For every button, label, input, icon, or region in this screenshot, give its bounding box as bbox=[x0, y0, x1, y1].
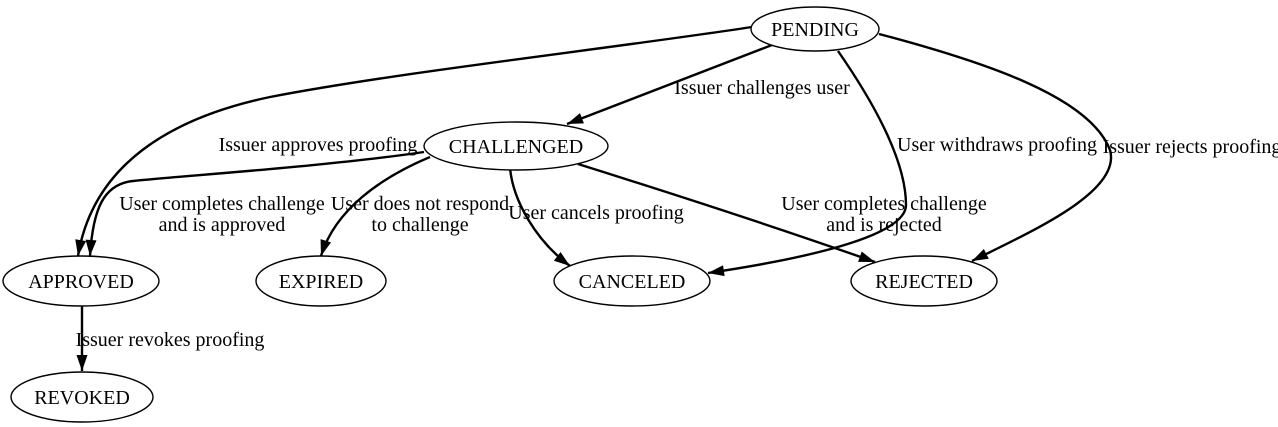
edge-arrowhead bbox=[85, 239, 97, 256]
node-ellipse bbox=[553, 255, 711, 307]
edge-arrowhead bbox=[75, 239, 87, 256]
node-rejected: REJECTED bbox=[850, 255, 998, 307]
node-revoked: REVOKED bbox=[10, 371, 154, 423]
node-expired: EXPIRED bbox=[255, 255, 387, 307]
edge-arrowhead bbox=[708, 265, 725, 277]
edge-arrowhead bbox=[858, 251, 875, 262]
node-ellipse bbox=[750, 6, 880, 52]
edge-pending-approved bbox=[75, 25, 753, 257]
edge-arrowhead bbox=[567, 113, 584, 124]
edge-label-challenged-approved: User completes challenge bbox=[119, 193, 325, 215]
edge-label-pending-approved: Issuer approves proofing bbox=[219, 134, 418, 156]
edge-label-approved-revoked: Issuer revokes proofing bbox=[76, 329, 265, 351]
edge-label-pending-challenged: Issuer challenges user bbox=[674, 77, 850, 99]
node-ellipse bbox=[423, 121, 609, 171]
node-canceled: CANCELED bbox=[553, 255, 711, 307]
node-label: PENDING bbox=[771, 19, 859, 41]
edge-arrowhead bbox=[320, 239, 332, 256]
edge-pending-challenged bbox=[566, 43, 773, 126]
edge-label-challenged-expired: to challenge bbox=[371, 214, 468, 236]
edge-label-challenged-expired: User does not respond bbox=[331, 193, 509, 215]
edge-challenged-approved bbox=[85, 150, 425, 257]
node-approved: APPROVED bbox=[2, 255, 160, 307]
edge-label-challenged-rejected: and is rejected bbox=[826, 214, 942, 236]
node-ellipse bbox=[10, 371, 154, 423]
node-label: REJECTED bbox=[875, 271, 973, 293]
node-label: APPROVED bbox=[28, 271, 134, 293]
edge-label-challenged-rejected: User completes challenge bbox=[781, 193, 987, 215]
edge-path bbox=[577, 162, 876, 264]
edge-label-pending-rejected: Issuer rejects proofing bbox=[1103, 136, 1278, 158]
edge-arrowhead bbox=[553, 251, 570, 266]
node-label: EXPIRED bbox=[279, 271, 363, 293]
edge-path bbox=[76, 25, 753, 257]
edge-label-challenged-canceled: User cancels proofing bbox=[508, 202, 684, 224]
node-pending: PENDING bbox=[750, 6, 880, 52]
node-ellipse bbox=[255, 255, 387, 307]
node-label: REVOKED bbox=[34, 387, 130, 409]
edge-approved-revoked bbox=[76, 306, 88, 371]
node-label: CANCELED bbox=[579, 271, 686, 293]
edge-pending-canceled bbox=[707, 50, 908, 277]
node-challenged: CHALLENGED bbox=[423, 121, 609, 171]
node-label: CHALLENGED bbox=[449, 136, 583, 158]
edge-challenged-rejected bbox=[577, 162, 876, 264]
edge-path bbox=[878, 32, 1113, 263]
edge-path bbox=[566, 43, 773, 126]
edge-arrowhead bbox=[972, 248, 989, 261]
edge-arrowhead bbox=[76, 355, 88, 371]
edge-path bbox=[88, 150, 425, 257]
edge-path bbox=[319, 155, 431, 257]
edge-label-challenged-approved: and is approved bbox=[159, 214, 286, 236]
edge-path bbox=[707, 50, 908, 275]
edge-label-pending-canceled: User withdraws proofing bbox=[897, 134, 1097, 156]
edge-challenged-expired bbox=[319, 155, 431, 257]
edge-challenged-canceled bbox=[508, 167, 571, 267]
node-ellipse bbox=[2, 255, 160, 307]
edge-pending-rejected bbox=[878, 32, 1113, 263]
node-ellipse bbox=[850, 255, 998, 307]
